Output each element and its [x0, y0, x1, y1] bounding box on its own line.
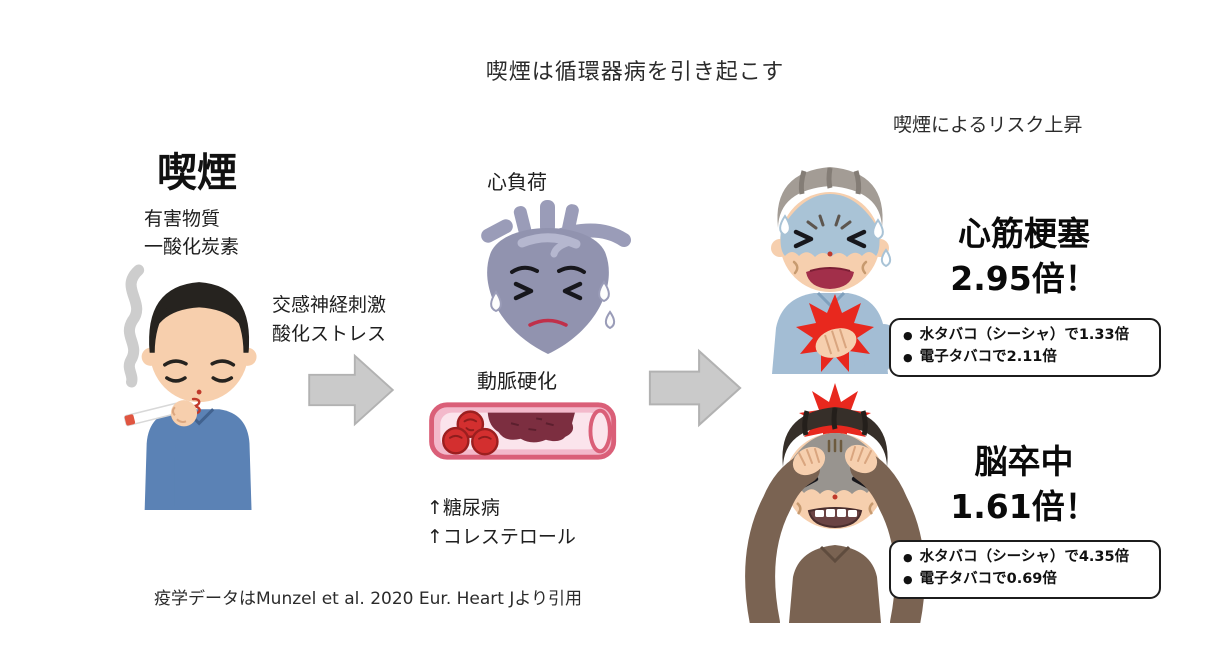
outcome-stroke: 脳卒中 1.61倍！ [893, 440, 1155, 529]
outcome-myocardial-infarction: 心筋梗塞 2.95倍！ [893, 212, 1155, 301]
note-line: ● 電子タバコで0.69倍 [903, 569, 1149, 591]
bullet-icon: ● [903, 329, 913, 342]
pathway-line: 酸化ストレス [272, 322, 387, 345]
arteriosclerosis-label: 動脈硬化 [477, 369, 557, 393]
note-line: ● 水タバコ（シーシャ）で4.35倍 [903, 547, 1149, 569]
metabolic-line: ↑コレステロール [427, 526, 576, 549]
pathway-line: 交感神経刺激 [272, 294, 387, 316]
heart-attack-man-illustration [771, 167, 897, 374]
smoking-man-illustration [123, 264, 257, 510]
note-text: 電子タバコで2.11倍 [919, 348, 1057, 365]
metabolic-line: ↑糖尿病 [427, 497, 500, 519]
bullet-icon: ● [903, 551, 913, 564]
citation-text: 疫学データはMunzel et al. 2020 Eur. Heart Jより引… [154, 589, 583, 609]
outcome-multiplier: 1.61倍！ [950, 486, 1098, 526]
note-box-stroke: ● 水タバコ（シーシャ）で4.35倍 ● 電子タバコで0.69倍 [889, 540, 1161, 599]
substance-line: 一酸化炭素 [144, 235, 240, 258]
note-text: 電子タバコで0.69倍 [919, 570, 1057, 587]
metabolic-risk-text: ↑糖尿病 ↑コレステロール [427, 494, 576, 553]
stressed-heart-illustration [481, 200, 631, 354]
outcome-name: 心筋梗塞 [958, 214, 1090, 253]
smoke-icon [123, 264, 145, 388]
smoking-heading: 喫煙 [157, 150, 237, 196]
outcome-name: 脳卒中 [974, 442, 1074, 481]
bullet-icon: ● [903, 350, 913, 364]
substance-line: 有害物質 [144, 208, 221, 230]
arrow-right-icon [308, 353, 395, 427]
pathway-text: 交感神経刺激 酸化ストレス [272, 291, 386, 348]
note-line: ● 電子タバコで2.11倍 [903, 347, 1149, 369]
artery-plaque-illustration [429, 402, 617, 460]
outcome-multiplier: 2.95倍！ [950, 258, 1098, 298]
arrow-right-icon [648, 348, 742, 428]
page-title: 喫煙は循環器病を引き起こす [485, 60, 785, 85]
harmful-substances-text: 有害物質 一酸化炭素 [144, 206, 239, 261]
note-line: ● 水タバコ（シーシャ）で1.33倍 [903, 325, 1149, 347]
stroke-man-illustration [745, 383, 925, 623]
note-text: 水タバコ（シーシャ）で4.35倍 [919, 549, 1130, 565]
note-box-myocardial-infarction: ● 水タバコ（シーシャ）で1.33倍 ● 電子タバコで2.11倍 [889, 318, 1161, 377]
heart-load-label: 心負荷 [487, 170, 547, 194]
bullet-icon: ● [903, 572, 913, 586]
note-text: 水タバコ（シーシャ）で1.33倍 [919, 327, 1130, 343]
risk-increase-heading: 喫煙によるリスク上昇 [893, 114, 1083, 136]
